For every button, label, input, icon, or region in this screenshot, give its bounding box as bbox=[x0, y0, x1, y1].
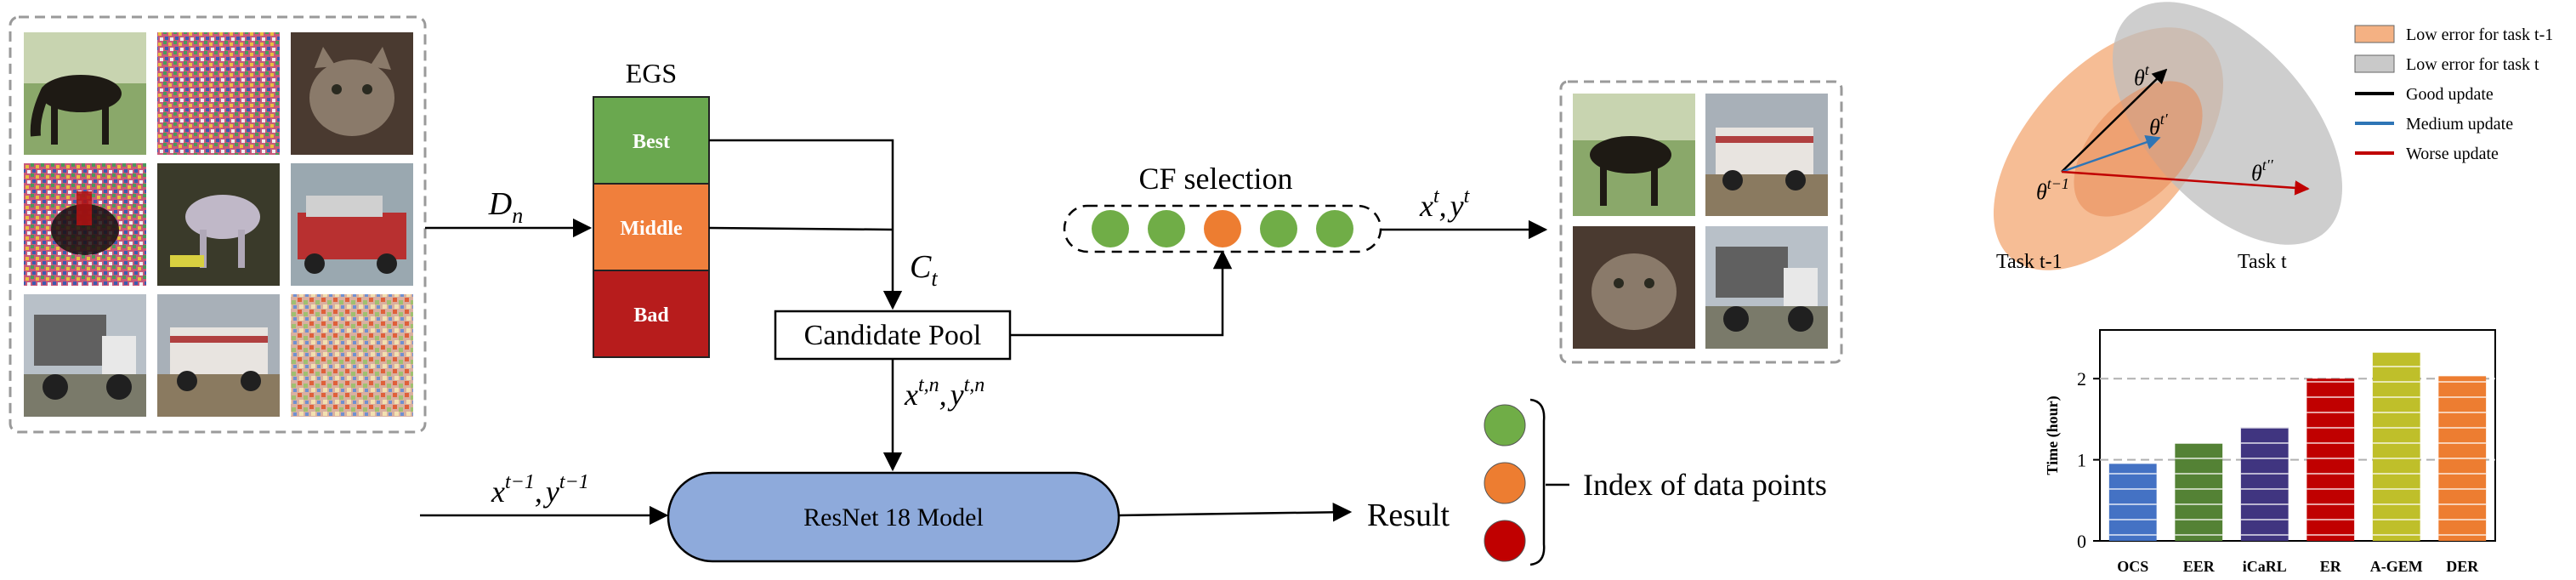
resnet-model-label: ResNet 18 Model bbox=[803, 503, 984, 532]
input-image-blurry-noise bbox=[291, 294, 413, 417]
index-brace bbox=[1529, 398, 1546, 566]
result-label: Result bbox=[1367, 498, 1450, 533]
egs-title: EGS bbox=[626, 58, 677, 88]
input-image-fire-truck bbox=[291, 163, 413, 286]
cf-dot-green bbox=[1092, 210, 1129, 247]
bar-hatch bbox=[2372, 352, 2420, 541]
cf-dot-green bbox=[1260, 210, 1297, 247]
cf-dot-orange bbox=[1204, 210, 1241, 247]
bar-hatch bbox=[2108, 463, 2157, 541]
output-image-ambulance-truck bbox=[1705, 94, 1828, 216]
egs-block: Best Middle Bad bbox=[593, 96, 710, 358]
index-dot-orange bbox=[1484, 462, 1526, 504]
bar-hatch bbox=[2306, 378, 2355, 541]
theta-tpp-label: θt′′ bbox=[2251, 156, 2274, 185]
label-dn: Dn bbox=[488, 186, 523, 228]
input-image-noisy-horse bbox=[157, 32, 280, 155]
output-image-panel bbox=[1559, 80, 1843, 364]
cf-dot-green bbox=[1148, 210, 1185, 247]
resnet-model-box bbox=[667, 471, 1121, 563]
worse-update-arrow bbox=[2061, 170, 2310, 196]
x-tick-label: DER bbox=[2446, 558, 2479, 575]
bar-hatch bbox=[2175, 443, 2223, 541]
input-image-cat bbox=[291, 32, 413, 155]
label-xtn-ytn: xt,n,yt,n bbox=[904, 374, 984, 412]
egs-bad-cell bbox=[593, 270, 710, 358]
index-dot-green bbox=[1484, 404, 1526, 446]
legend-swatch bbox=[2354, 54, 2395, 73]
candidate-pool-label: Candidate Pool bbox=[804, 320, 982, 351]
chart-frame bbox=[2099, 329, 2496, 542]
x-tick-label: EER bbox=[2183, 558, 2216, 575]
input-image-panel bbox=[9, 15, 427, 434]
y-tick-label: 0 bbox=[2077, 531, 2086, 552]
arrow-model-to-result bbox=[1118, 503, 1353, 522]
medium-update-arrow bbox=[2061, 134, 2161, 173]
task-t-region bbox=[2112, 2, 2343, 245]
theta-t1-label: θt−1 bbox=[2036, 175, 2069, 204]
input-image-ambulance-truck bbox=[157, 294, 280, 417]
label-xt-yt: xt,yt bbox=[1419, 185, 1471, 223]
input-image-dump-truck bbox=[24, 294, 146, 417]
task-t1-label: Task t-1 bbox=[1996, 251, 2063, 273]
egs-middle-label: Middle bbox=[620, 218, 683, 240]
label-xt1-yt1: xt−1,yt−1 bbox=[491, 471, 589, 509]
index-dots bbox=[1484, 404, 1526, 562]
connector-best bbox=[709, 139, 903, 310]
bar-hatch bbox=[2438, 376, 2487, 541]
index-label: Index of data points bbox=[1583, 468, 1827, 502]
label-ct: Ct bbox=[910, 249, 938, 291]
connector-middle bbox=[708, 226, 894, 231]
arrow-pool-to-cf bbox=[1010, 249, 1233, 337]
theta-tp-label: θt′ bbox=[2149, 111, 2169, 139]
legend-label: Good update bbox=[2406, 85, 2494, 104]
good-update-arrow bbox=[2061, 68, 2168, 173]
legend-label: Medium update bbox=[2406, 115, 2513, 134]
x-tick-label: OCS bbox=[2117, 558, 2148, 575]
legend-swatch bbox=[2354, 25, 2395, 43]
output-image-horse bbox=[1573, 94, 1695, 216]
bar-hatch bbox=[2240, 427, 2289, 541]
output-image-dump-truck bbox=[1705, 226, 1828, 349]
cf-selection-dots bbox=[1092, 210, 1353, 247]
y-axis-label: Time (hour) bbox=[2044, 395, 2062, 475]
index-dot-red bbox=[1484, 520, 1526, 562]
cf-dot-green bbox=[1316, 210, 1353, 247]
theta-t-label: θt bbox=[2134, 61, 2150, 90]
candidate-pool-box bbox=[774, 310, 1012, 361]
input-image-blurry-horse bbox=[157, 163, 280, 286]
legend-label: Worse update bbox=[2406, 145, 2499, 163]
egs-bad-label: Bad bbox=[633, 304, 669, 327]
y-tick-label: 1 bbox=[2077, 450, 2086, 471]
cf-selection-title: CF selection bbox=[1139, 162, 1293, 196]
input-image-horse bbox=[24, 32, 146, 155]
output-image-cat bbox=[1573, 226, 1695, 349]
task-t-label: Task t bbox=[2238, 251, 2287, 273]
input-image-noisy-rider bbox=[24, 163, 146, 286]
x-tick-label: iCaRL bbox=[2243, 558, 2287, 575]
y-tick-label: 2 bbox=[2077, 368, 2086, 390]
overlap-highlight bbox=[2074, 81, 2203, 217]
egs-best-label: Best bbox=[633, 131, 670, 153]
x-tick-label: ER bbox=[2320, 558, 2342, 575]
x-tick-label: A-GEM bbox=[2370, 558, 2423, 575]
loss-landscape-diagram: θt−1 θt θt′ θt′′ Task t-1 Task t bbox=[1993, 2, 2343, 273]
legend-label: Low error for task t bbox=[2406, 55, 2539, 74]
legend-label: Low error for task t-1 bbox=[2406, 26, 2553, 44]
egs-middle-cell bbox=[593, 183, 710, 271]
